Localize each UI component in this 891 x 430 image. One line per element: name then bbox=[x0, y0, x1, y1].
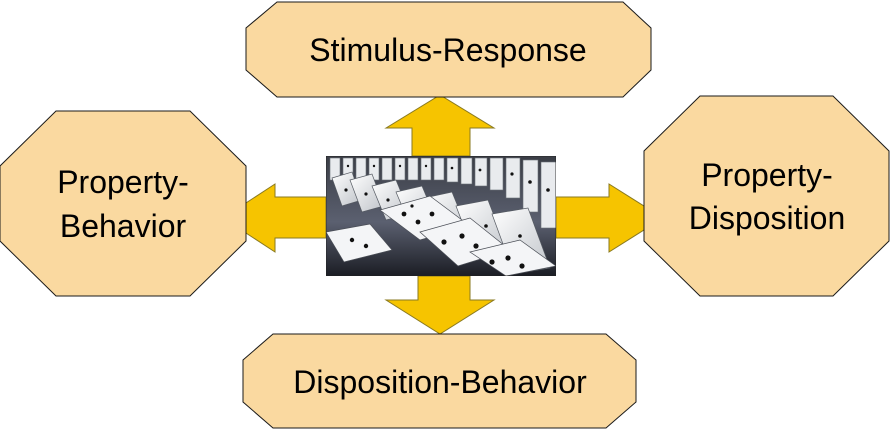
node-property-disposition: Property- Disposition bbox=[643, 95, 890, 297]
node-left-label-line1: Property- bbox=[57, 164, 189, 200]
arrow-left bbox=[222, 183, 327, 253]
arrow-right bbox=[555, 183, 664, 253]
node-right-label-line2: Disposition bbox=[689, 200, 846, 236]
node-disposition-behavior: Disposition-Behavior bbox=[242, 333, 637, 429]
node-property-behavior: Property- Behavior bbox=[0, 110, 247, 297]
node-bottom-label: Disposition-Behavior bbox=[293, 364, 587, 400]
node-right-label-line1: Property- bbox=[701, 157, 833, 193]
node-left-label-line2: Behavior bbox=[60, 208, 187, 244]
node-top-label: Stimulus-Response bbox=[309, 32, 586, 68]
node-stimulus-response: Stimulus-Response bbox=[245, 1, 652, 98]
center-image-dominoes bbox=[326, 156, 556, 276]
arrow-down bbox=[384, 275, 496, 335]
arrow-up bbox=[384, 94, 496, 157]
